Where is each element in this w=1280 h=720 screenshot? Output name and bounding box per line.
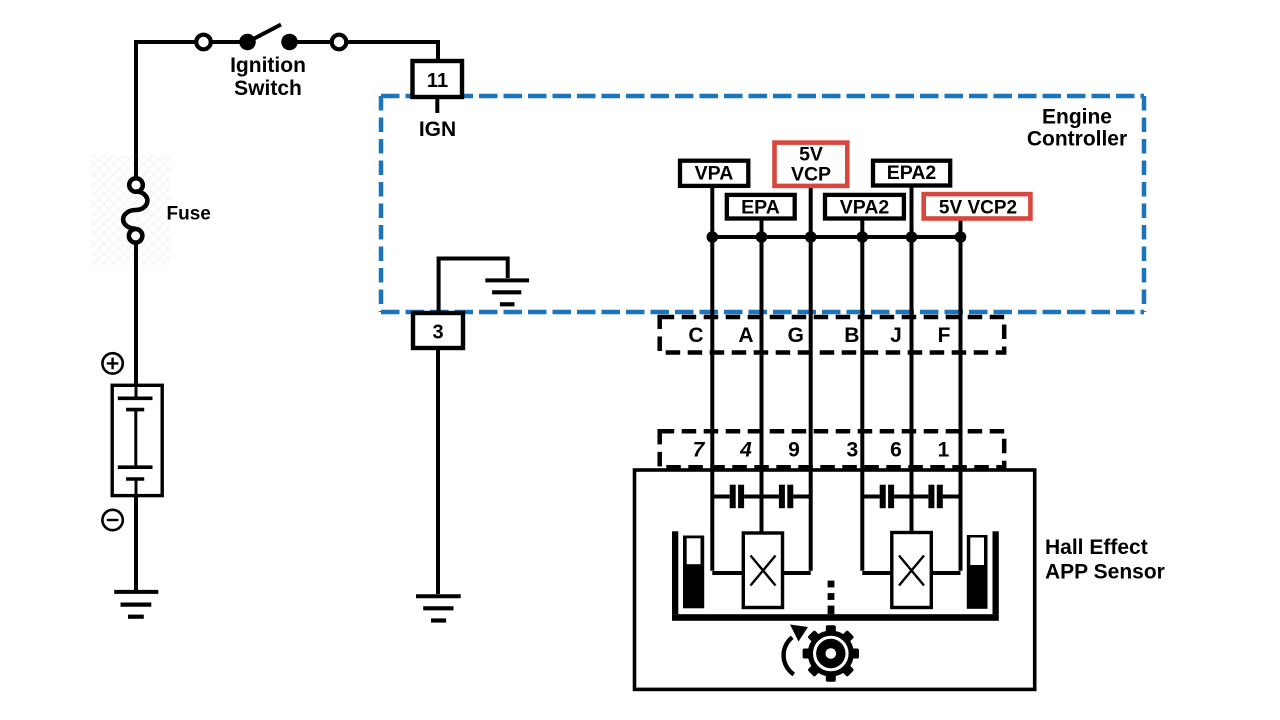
svg-text:4: 4 [739,439,752,462]
svg-text:Engine: Engine [1042,106,1112,129]
svg-text:G: G [788,324,804,347]
svg-text:IGN: IGN [419,118,456,141]
svg-text:Switch: Switch [234,77,302,100]
svg-text:11: 11 [427,70,448,92]
svg-text:APP Sensor: APP Sensor [1045,561,1165,584]
svg-text:3: 3 [432,322,443,344]
svg-text:B: B [844,324,859,347]
svg-text:3: 3 [846,439,858,462]
svg-text:J: J [890,324,902,347]
svg-text:7: 7 [693,439,706,462]
svg-text:F: F [938,324,951,347]
svg-text:9: 9 [788,439,800,462]
svg-text:Fuse: Fuse [167,204,211,225]
svg-text:Ignition: Ignition [230,54,306,77]
svg-text:EPA: EPA [741,197,780,219]
svg-text:VPA2: VPA2 [840,197,890,219]
svg-text:A: A [738,324,753,347]
svg-text:6: 6 [890,439,902,462]
svg-text:VPA: VPA [695,163,734,185]
svg-text:1: 1 [938,439,950,462]
svg-text:VCP: VCP [791,164,831,186]
svg-text:5V: 5V [799,144,823,166]
svg-text:Controller: Controller [1027,128,1127,151]
svg-text:C: C [688,324,703,347]
svg-text:EPA2: EPA2 [887,162,937,184]
svg-text:5V VCP2: 5V VCP2 [939,198,1017,219]
svg-text:Hall Effect: Hall Effect [1045,536,1148,559]
